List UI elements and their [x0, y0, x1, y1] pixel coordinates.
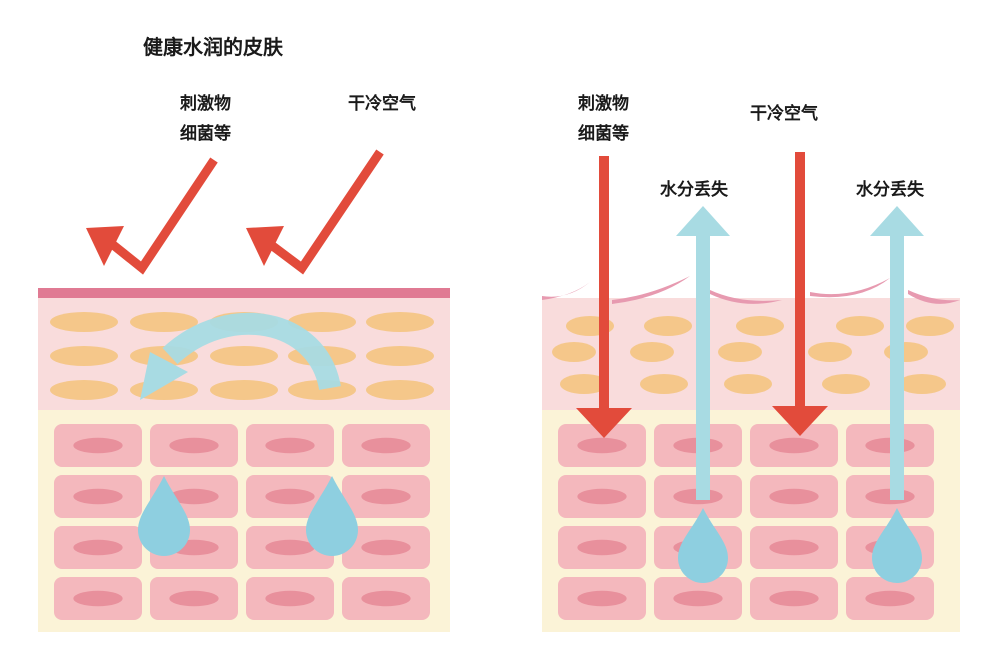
right-label-water-loss-2: 水分丢失 [856, 180, 924, 200]
cell-nucleus [265, 590, 315, 607]
cell-nucleus [73, 437, 123, 454]
lipid-oval [50, 312, 118, 332]
cell-nucleus [673, 590, 723, 607]
left-label-irritants-line2: 细菌等 [180, 124, 231, 144]
irritant-reflect-arrow [109, 157, 218, 275]
water-loss-arrowhead-2 [870, 206, 924, 236]
cell-nucleus [73, 590, 123, 607]
lipid-oval [288, 312, 356, 332]
cell-nucleus [73, 539, 123, 556]
water-drop-icon [306, 476, 358, 556]
irritant-penetrate-arrow [599, 156, 609, 412]
water-loss-arrow-2 [890, 232, 904, 500]
water-drop-icon [678, 508, 728, 583]
lipid-oval [50, 380, 118, 400]
right-panel [542, 152, 960, 632]
cell-nucleus [769, 488, 819, 505]
lipid-oval [906, 316, 954, 336]
diagram-title: 健康水润的皮肤 [143, 35, 283, 59]
cell-nucleus [361, 437, 411, 454]
lipid-oval [808, 342, 852, 362]
moisture-circulation-arrowhead [140, 352, 188, 400]
cell-nucleus [265, 437, 315, 454]
lipid-oval [366, 312, 434, 332]
water-loss-arrow-1 [696, 232, 710, 500]
lipid-oval [366, 380, 434, 400]
lipid-oval [50, 346, 118, 366]
cell-nucleus [865, 590, 915, 607]
lipid-oval [630, 342, 674, 362]
cell-nucleus [361, 539, 411, 556]
cold-air-reflect-arrowhead [246, 226, 284, 266]
lipid-oval [724, 374, 772, 394]
lipid-oval [560, 374, 608, 394]
cell-nucleus [769, 590, 819, 607]
left-label-irritants-line1: 刺激物 [180, 94, 231, 114]
left-label-cold-air: 干冷空气 [348, 94, 416, 114]
cold-air-reflect-arrow [267, 149, 384, 275]
cell-nucleus [361, 590, 411, 607]
moisture-circulation-arrow [162, 312, 341, 391]
lipid-oval [640, 374, 688, 394]
water-drop-icon [872, 508, 922, 583]
cell-nucleus [577, 437, 627, 454]
water-loss-arrowhead-1 [676, 206, 730, 236]
right-label-irritants-line2: 细菌等 [578, 124, 629, 144]
irritant-reflect-arrowhead [86, 226, 124, 266]
cold-air-penetrate-arrow [795, 152, 805, 410]
cell-nucleus [169, 488, 219, 505]
left-skin-surface [38, 288, 450, 298]
left-panel [38, 149, 450, 632]
lipid-oval [552, 342, 596, 362]
cell-nucleus [169, 437, 219, 454]
right-label-irritants-line1: 刺激物 [578, 94, 629, 114]
cell-nucleus [73, 488, 123, 505]
right-cracked-surface [542, 276, 960, 304]
lipid-oval [898, 374, 946, 394]
lipid-oval [836, 316, 884, 336]
lipid-oval [644, 316, 692, 336]
lipid-oval [210, 346, 278, 366]
cell-nucleus [769, 437, 819, 454]
right-label-cold-air: 干冷空气 [750, 104, 818, 124]
cell-nucleus [577, 590, 627, 607]
cold-air-penetrate-arrowhead [772, 406, 828, 436]
right-label-water-loss-1: 水分丢失 [660, 180, 728, 200]
lipid-oval [736, 316, 784, 336]
lipid-oval [822, 374, 870, 394]
cell-nucleus [361, 488, 411, 505]
left-cell-grid [54, 424, 430, 620]
right-oval-grid [552, 316, 954, 394]
lipid-oval [210, 380, 278, 400]
irritant-penetrate-arrowhead [576, 408, 632, 438]
cell-nucleus [769, 539, 819, 556]
cell-nucleus [169, 590, 219, 607]
cell-nucleus [265, 539, 315, 556]
water-drop-icon [138, 476, 190, 556]
cell-nucleus [577, 539, 627, 556]
lipid-oval [366, 346, 434, 366]
lipid-oval [130, 312, 198, 332]
lipid-oval [718, 342, 762, 362]
cell-nucleus [265, 488, 315, 505]
cell-nucleus [577, 488, 627, 505]
